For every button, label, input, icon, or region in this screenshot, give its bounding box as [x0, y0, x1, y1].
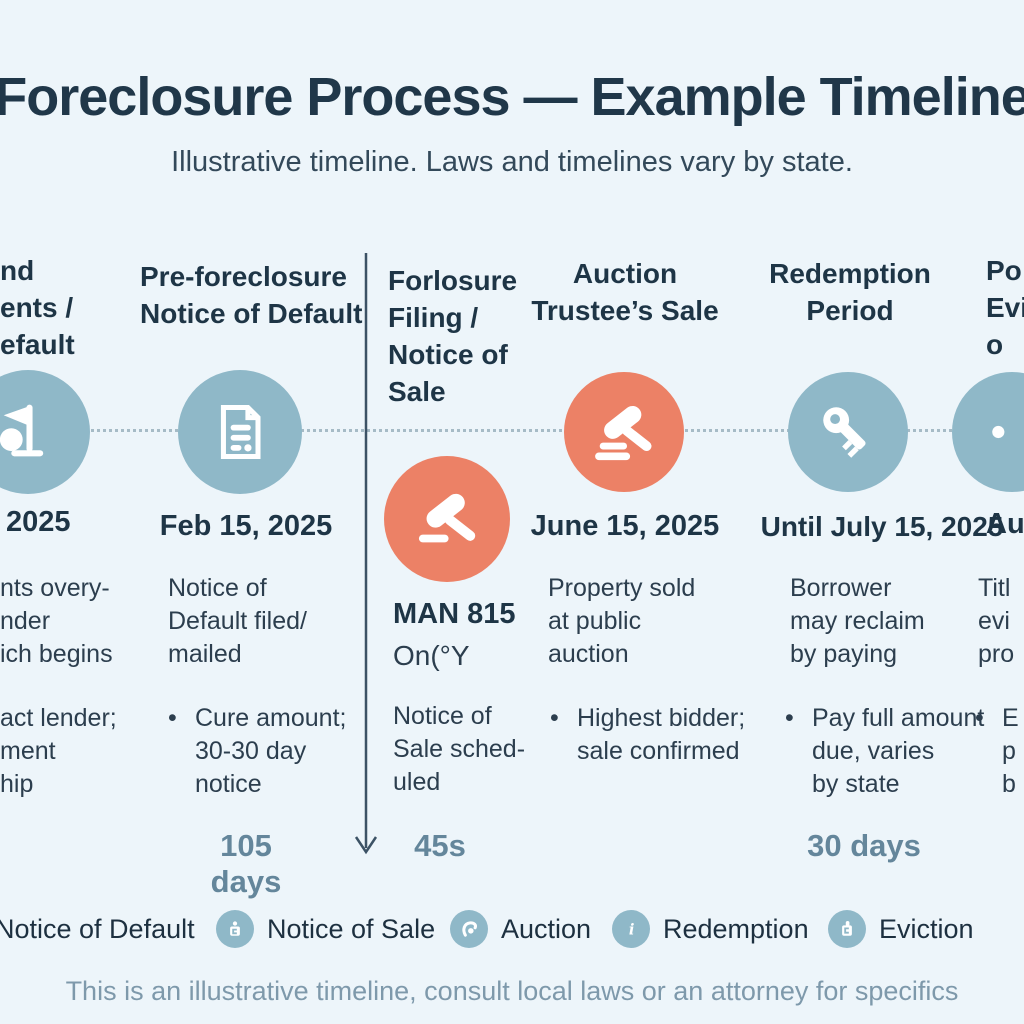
bullet-dot: • — [785, 704, 794, 732]
gavel-icon — [595, 405, 652, 461]
stage-date-sub: On(°Y — [393, 640, 470, 671]
stage-duration: 105 days — [210, 828, 282, 899]
stage-duration: 30 days — [807, 828, 921, 863]
tag-document-icon — [216, 910, 254, 948]
legend-label: Eviction — [879, 913, 974, 944]
legend-label: Notice of Default — [0, 913, 195, 944]
stage-duration: 45s — [414, 828, 466, 863]
eviction-stage-icon — [992, 425, 1005, 439]
stage-icon-circle — [788, 372, 908, 492]
stage-description: Borrower may reclaim by paying — [790, 574, 925, 668]
stage-icon-circle — [384, 456, 510, 582]
timeline-dotted-axis — [0, 429, 1024, 432]
legend-label: Notice of Sale — [267, 913, 436, 944]
stage-bullet: act lender; ment hip — [0, 704, 117, 798]
stage-date: Feb 15, 2025 — [159, 510, 333, 542]
stage-bullet: • Cure amount; 30-30 day notice — [168, 702, 346, 801]
scales-icon — [0, 404, 44, 457]
stage-bullet: • Pay full amount due, varies by state — [785, 702, 984, 801]
stage-bullet: • Highest bidder; sale confirmed — [550, 702, 745, 768]
stage-icon-circle — [952, 372, 1024, 492]
stage-date: Until July 15, 2025 — [760, 511, 1004, 542]
bullet-dot: • — [975, 704, 984, 732]
disclaimer-text: This is an illustrative timeline, consul… — [65, 976, 959, 1006]
legend-label: Redemption — [663, 913, 809, 944]
page-subtitle: Illustrative timeline. Laws and timeline… — [171, 146, 853, 178]
stage-heading: Redemption Period — [769, 258, 931, 326]
stage-date: June 15, 2025 — [530, 510, 720, 542]
legend-item-notice-of-default: Notice of Default — [0, 910, 195, 948]
stage-date: 2025 — [6, 506, 71, 538]
stage-heading: Forlosure Filing / Notice of Sale — [388, 265, 518, 407]
key-icon — [823, 407, 866, 458]
legend-label: Auction — [501, 913, 592, 944]
stage-date: Au — [986, 508, 1024, 540]
stage-icon-circle — [564, 372, 684, 492]
stage-date: MAN 815 — [393, 598, 516, 630]
legend-item-notice-of-sale: Notice of Sale — [216, 910, 435, 948]
gavel-curve-icon — [450, 910, 488, 948]
stage-heading: Po Evi o — [986, 255, 1024, 360]
divider-arrow-down-icon — [354, 253, 378, 855]
legend-item-auction: Auction — [450, 910, 591, 948]
info-icon: i — [612, 910, 650, 948]
gavel-icon — [418, 493, 476, 543]
stage-description: Notice of Sale sched- uled — [393, 702, 526, 796]
svg-text:i: i — [629, 922, 635, 939]
page-title: Foreclosure Process — Example Timeline — [0, 67, 1024, 127]
stage-description: Property sold at public auction — [548, 574, 696, 668]
stage-bullet: • E p b — [975, 702, 1019, 801]
legend-item-redemption: i Redemption — [612, 910, 809, 948]
stage-heading: nd ents / efault — [0, 255, 75, 360]
bullet-dot: • — [550, 704, 559, 732]
box-arrow-icon — [828, 910, 866, 948]
stage-icon-circle — [178, 370, 302, 494]
stage-heading: Pre-foreclosure Notice of Default — [140, 261, 363, 329]
stage-icon-circle — [0, 370, 90, 494]
stage-heading: Auction Trustee’s Sale — [531, 258, 719, 326]
stage-description: nts overy- nder ich begins — [0, 574, 113, 668]
stage-description: Notice of Default filed/ mailed — [168, 574, 307, 668]
bullet-dot: • — [168, 704, 177, 732]
legend-item-eviction: Eviction — [828, 910, 974, 948]
document-icon — [220, 405, 261, 459]
stage-description: Titl evi pro — [978, 574, 1015, 668]
